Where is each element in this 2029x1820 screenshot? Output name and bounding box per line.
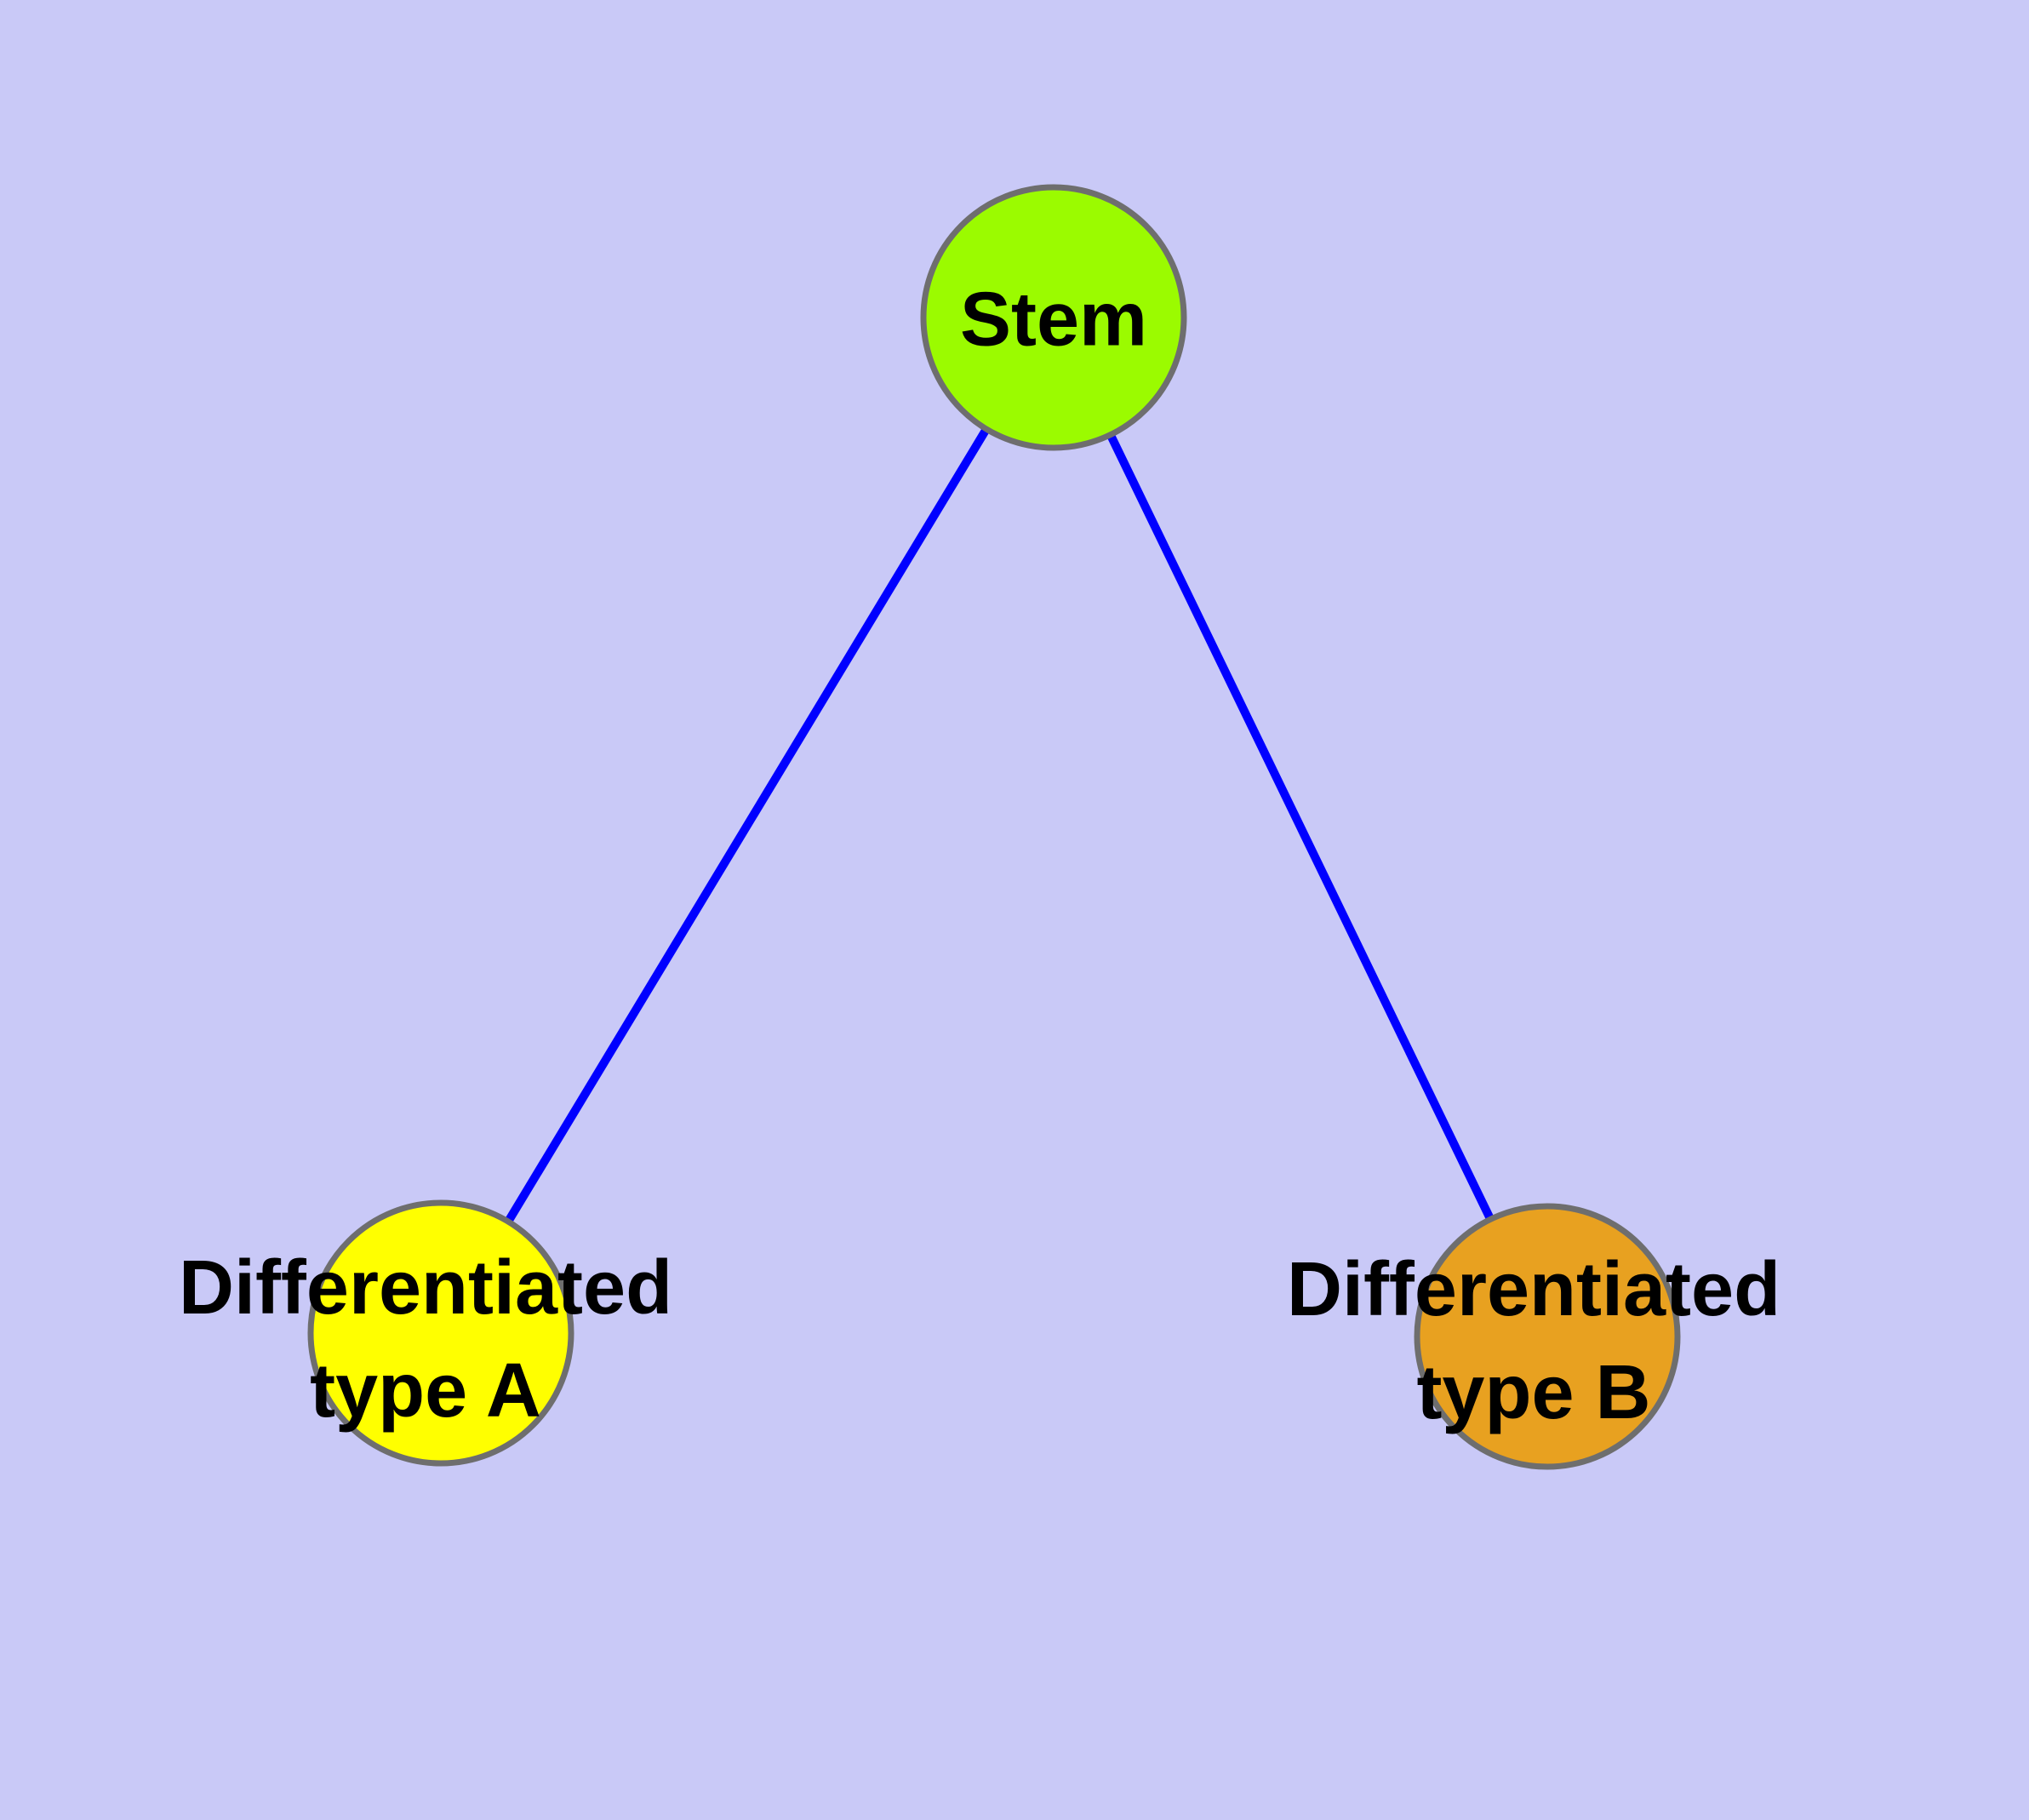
node-differentiated-type-a[interactable] xyxy=(307,1199,574,1467)
edge-stem-to-type-b xyxy=(1049,315,1552,1339)
node-differentiated-type-b[interactable] xyxy=(1414,1203,1681,1470)
node-stem[interactable] xyxy=(920,184,1187,451)
edge-stem-to-type-a xyxy=(437,315,1058,1336)
